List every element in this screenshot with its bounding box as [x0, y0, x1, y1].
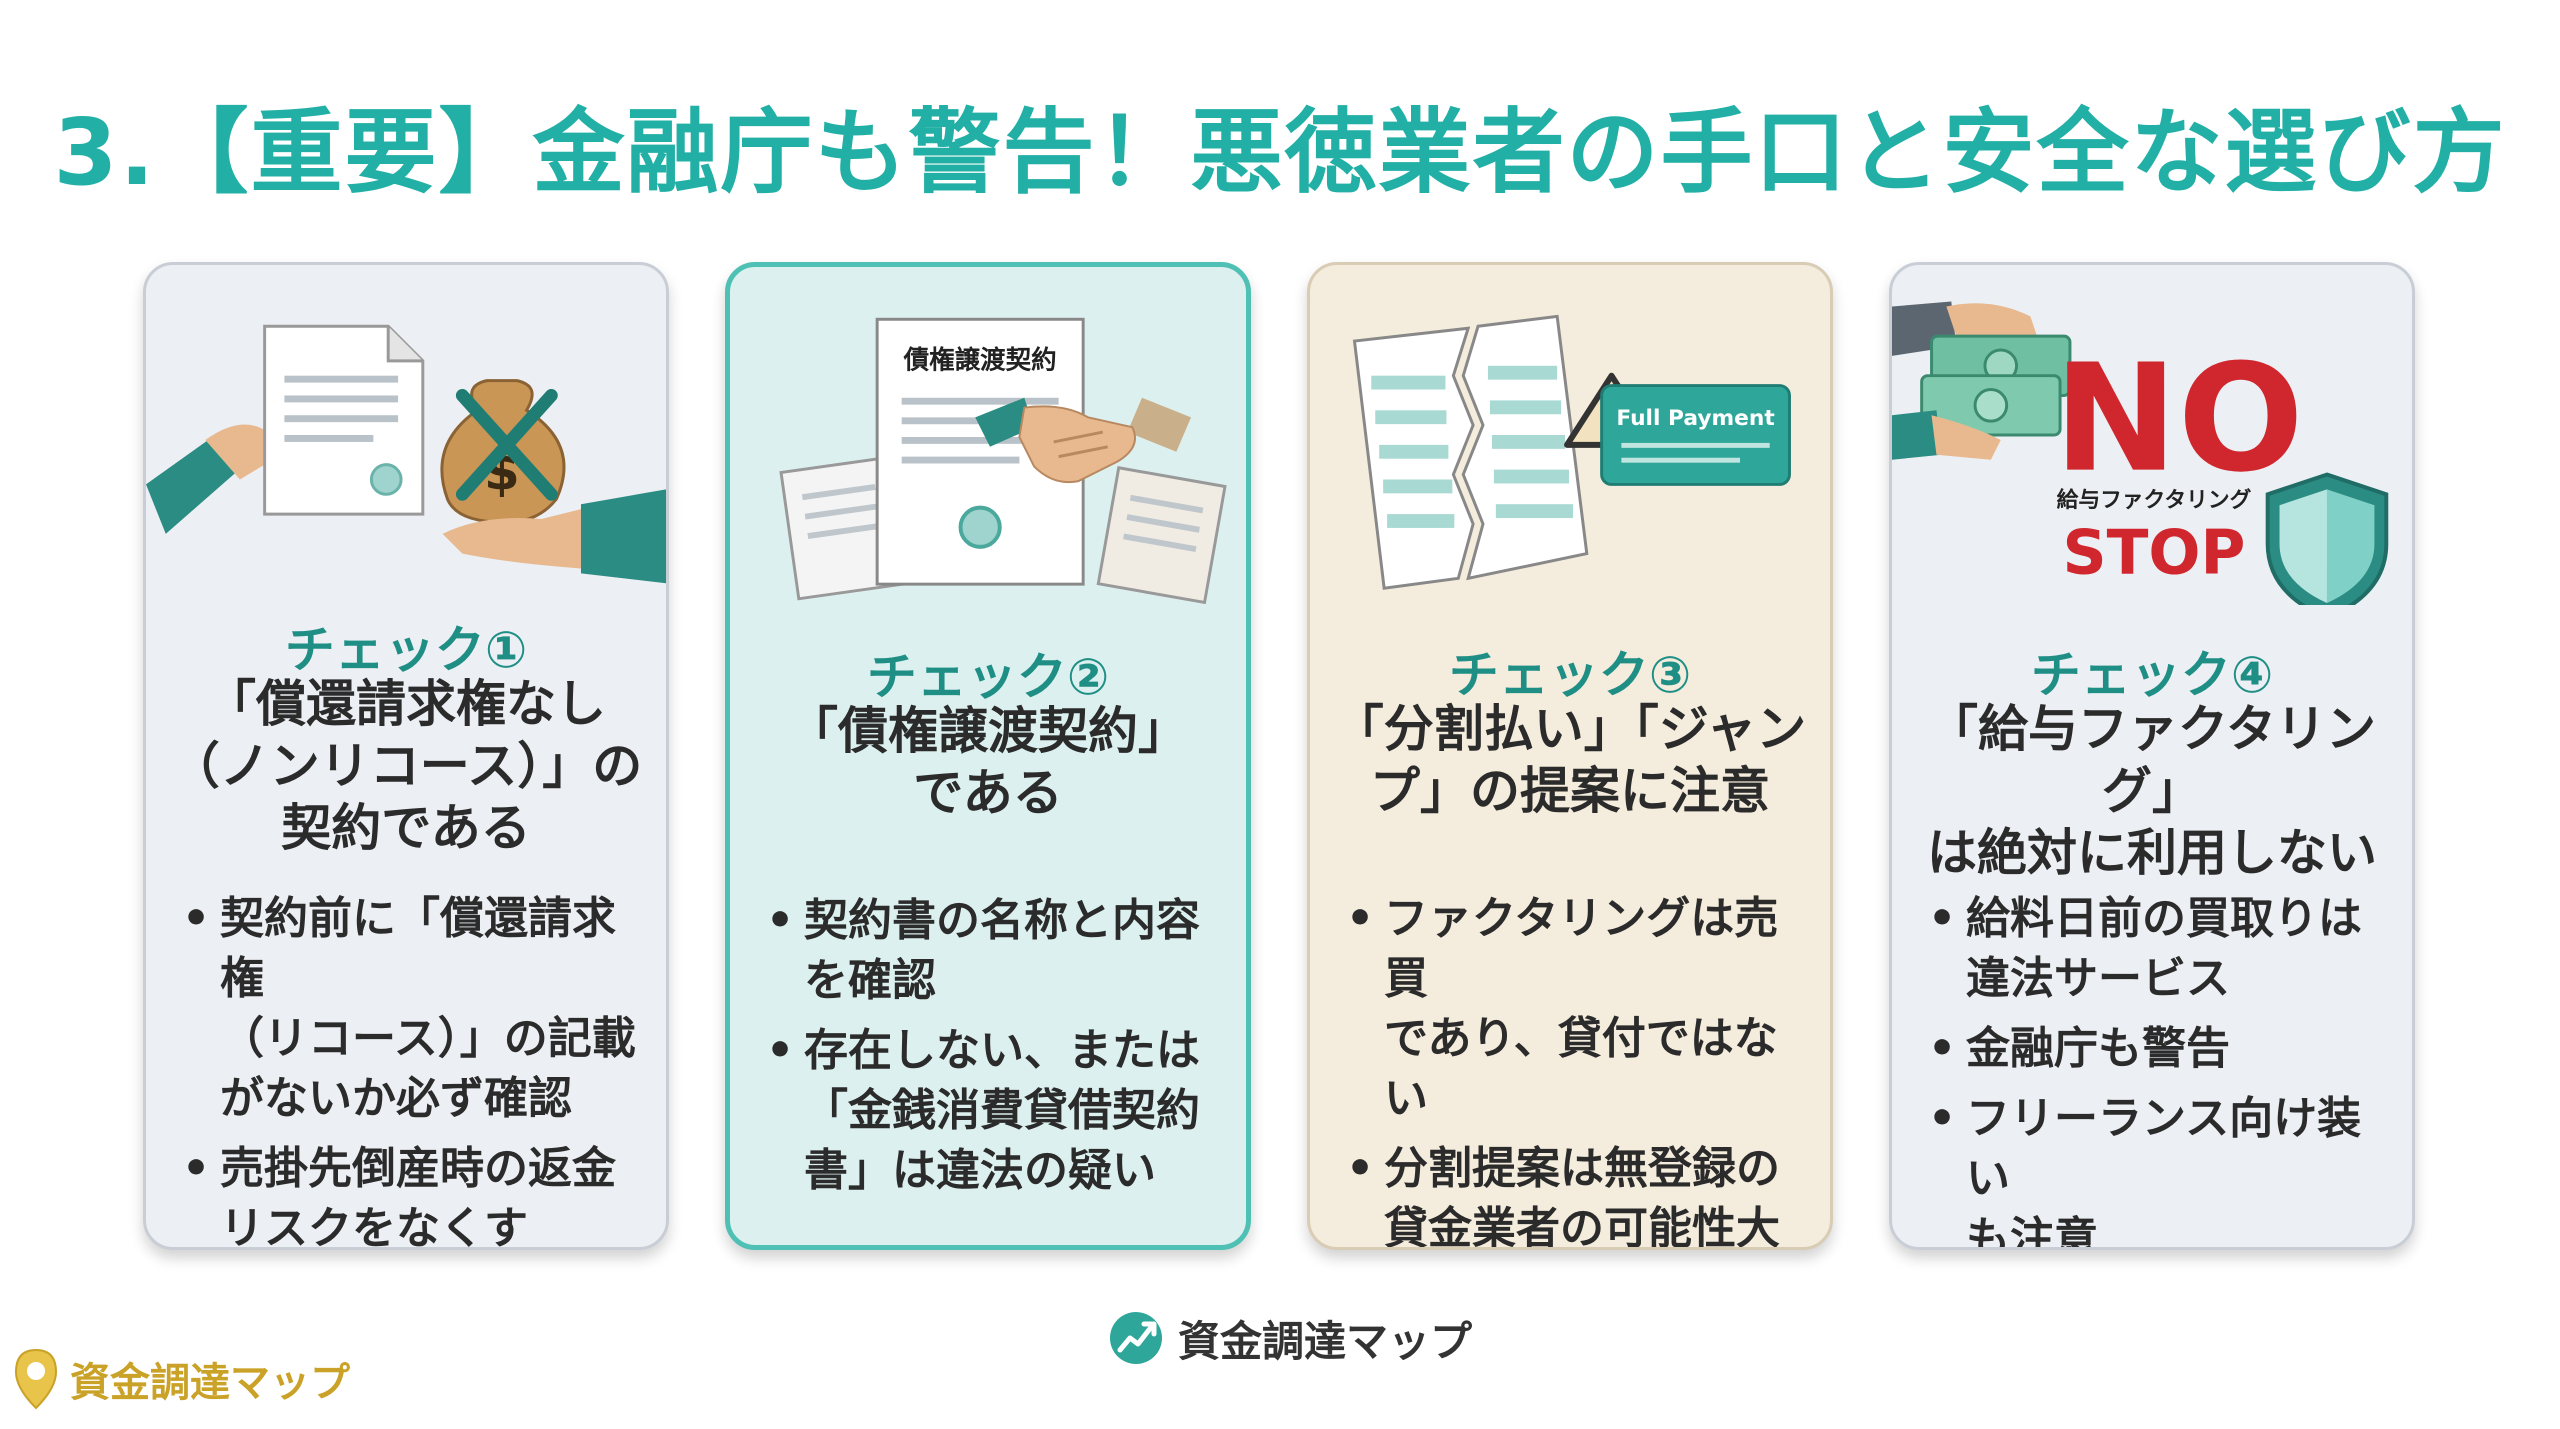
check-label: チェック③ — [1448, 646, 1692, 704]
map-pin-icon — [14, 1348, 58, 1410]
shield-icon — [2265, 472, 2389, 605]
svg-text:債権譲渡契約: 債権譲渡契約 — [903, 345, 1057, 375]
stop-text: STOP — [2063, 517, 2246, 588]
cash-icon — [1920, 334, 2072, 437]
salary-factoring-small-label: 給与ファクタリング — [2057, 487, 2252, 513]
page-title: 3.【重要】金融庁も警告！悪徳業者の手口と安全な選び方 — [53, 99, 2507, 206]
check-card-3: Full Payment チェック③ 「分割払い」「ジャン プ」の提案に注意 フ… — [1307, 262, 1833, 1250]
document-icon — [263, 324, 425, 516]
check-card-4: NO 給与ファクタリング STOP チェック④ 「給与ファクタリング」 は絶対に… — [1889, 262, 2415, 1250]
nonrecourse-illustration: $ — [146, 324, 666, 584]
check-card-1: $ チェック① 「償還請求権なし （ノンリコース）」の 契約である 契約前に「償… — [143, 262, 669, 1250]
list-item: 金融庁も警告 — [1928, 1019, 2394, 1079]
footer-brand-name: 資金調達マップ — [1178, 1316, 1473, 1366]
brand-logo-icon — [1110, 1312, 1162, 1364]
check-heading: 「債権譲渡契約」 である — [788, 702, 1188, 822]
full-payment-card: Full Payment — [1600, 384, 1791, 486]
salary-factoring-stop-illustration: NO 給与ファクタリング STOP — [1892, 301, 2389, 605]
torn-document-icon — [1352, 314, 1589, 590]
check-label: チェック④ — [2030, 646, 2274, 704]
no-text: NO — [2054, 332, 2304, 505]
handshake-icon — [975, 397, 1192, 484]
footer-brand: 資金調達マップ — [1108, 1308, 1472, 1368]
corner-brand-name: 資金調達マップ — [70, 1360, 350, 1406]
check-heading: 「給与ファクタリング」 は絶対に利用しない — [1927, 700, 2377, 882]
assignment-contract-illustration: 債権譲渡契約 — [779, 317, 1227, 605]
svg-text:Full Payment: Full Payment — [1616, 406, 1774, 431]
check-heading: 「償還請求権なし （ノンリコース）」の 契約である — [169, 675, 643, 857]
check-heading: 「分割払い」「ジャン プ」の提案に注意 — [1333, 700, 1807, 820]
check-label: チェック② — [866, 648, 1110, 706]
check-label: チェック① — [284, 621, 528, 679]
money-bag-crossed-icon: $ — [440, 379, 566, 524]
corner-brand: 資金調達マップ — [12, 1348, 350, 1410]
split-payment-illustration: Full Payment — [1352, 314, 1791, 590]
